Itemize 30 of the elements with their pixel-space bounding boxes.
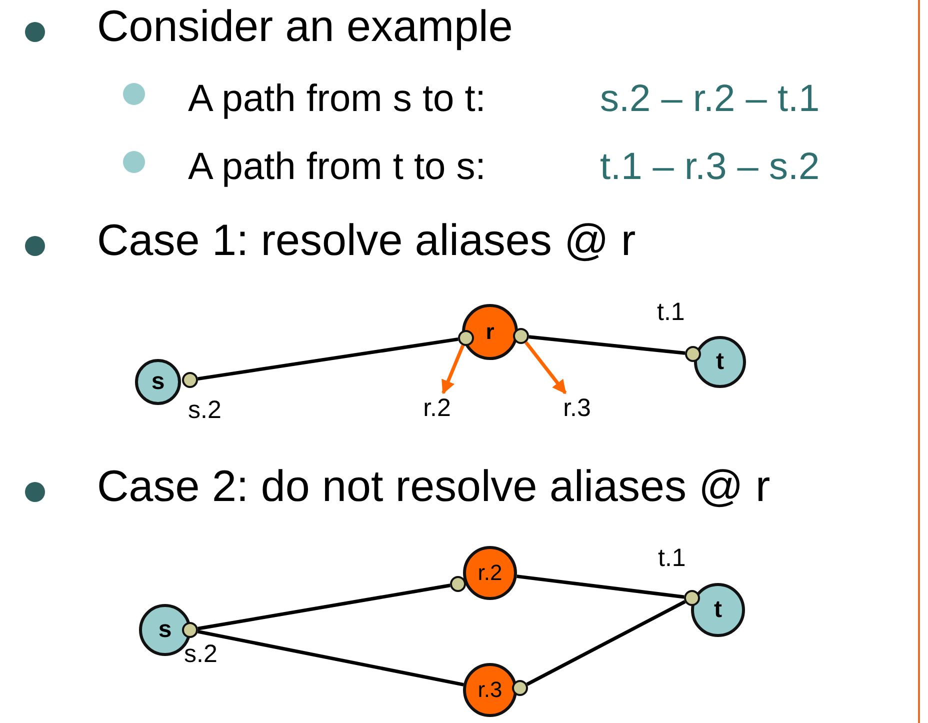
node-circle: t [694, 336, 746, 388]
node-circle: t [691, 583, 745, 637]
bullet-text: Case 1: resolve aliases @ r [97, 216, 636, 266]
arrow [442, 344, 465, 394]
link-line [198, 337, 458, 381]
interface-label: t.1 [658, 544, 686, 573]
bullet-text: A path from s to t: [188, 78, 486, 121]
bullet-text: A path from t to s: [188, 146, 486, 189]
interface-dot [513, 328, 529, 344]
link-line [528, 335, 686, 355]
link-line [516, 574, 684, 599]
interface-label: r.3 [552, 393, 602, 423]
interface-label: s.2 [188, 396, 222, 425]
path-text: t.1 – r.3 – s.2 [600, 146, 820, 189]
link-line [526, 600, 686, 686]
interface-label: r.2 [412, 393, 462, 423]
arrow [524, 341, 567, 394]
link-line [198, 630, 464, 686]
path-text: s.2 – r.2 – t.1 [600, 78, 820, 121]
interface-label: t.1 [657, 298, 685, 327]
node-circle: s [135, 359, 181, 405]
router-circle: r.2 [463, 546, 517, 600]
link-line [198, 584, 450, 630]
bullet-text: Consider an example [97, 2, 513, 52]
bullet-text: Case 2: do not resolve aliases @ r [97, 462, 770, 512]
interface-dot [450, 576, 466, 592]
interface-dot [512, 680, 528, 696]
router-circle: r.3 [463, 663, 517, 717]
interface-dot [458, 330, 474, 346]
router-circle: r [462, 304, 518, 360]
